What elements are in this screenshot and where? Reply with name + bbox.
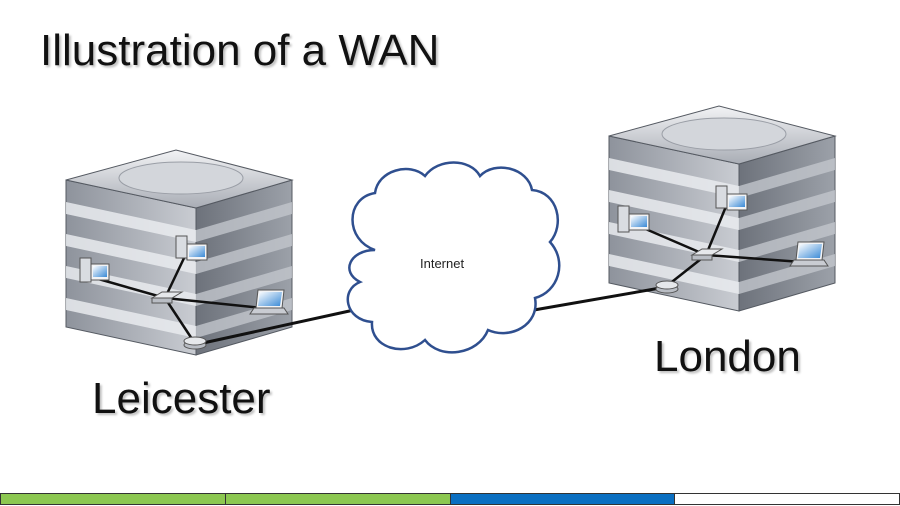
internet-cloud-icon <box>346 161 561 354</box>
bar-segment <box>450 493 676 505</box>
london-router-icon <box>655 280 679 294</box>
leicester-switch-icon <box>150 291 184 304</box>
leicester-label: Leicester <box>92 374 271 423</box>
leicester-server-icon <box>79 257 110 283</box>
london-server-icon <box>617 205 650 233</box>
slide-title: Illustration of a WAN <box>40 26 440 75</box>
leicester-laptop-icon <box>249 289 289 315</box>
london-lan <box>617 185 829 294</box>
bar-segment <box>225 493 451 505</box>
bottom-color-bar <box>0 493 900 505</box>
internet-label: Internet <box>420 256 465 271</box>
london-laptop-icon <box>789 241 829 267</box>
london-wan-link <box>533 285 667 312</box>
leicester-desktop-icon <box>175 235 208 261</box>
leicester-router-icon <box>183 336 207 350</box>
leicester-lan <box>79 235 289 350</box>
leicester-wan-link <box>193 308 355 347</box>
london-desktop-icon <box>715 185 748 211</box>
london-switch-icon <box>690 248 724 261</box>
bar-segment <box>0 493 226 505</box>
london-label: London <box>654 332 801 381</box>
bar-segment <box>675 493 900 505</box>
